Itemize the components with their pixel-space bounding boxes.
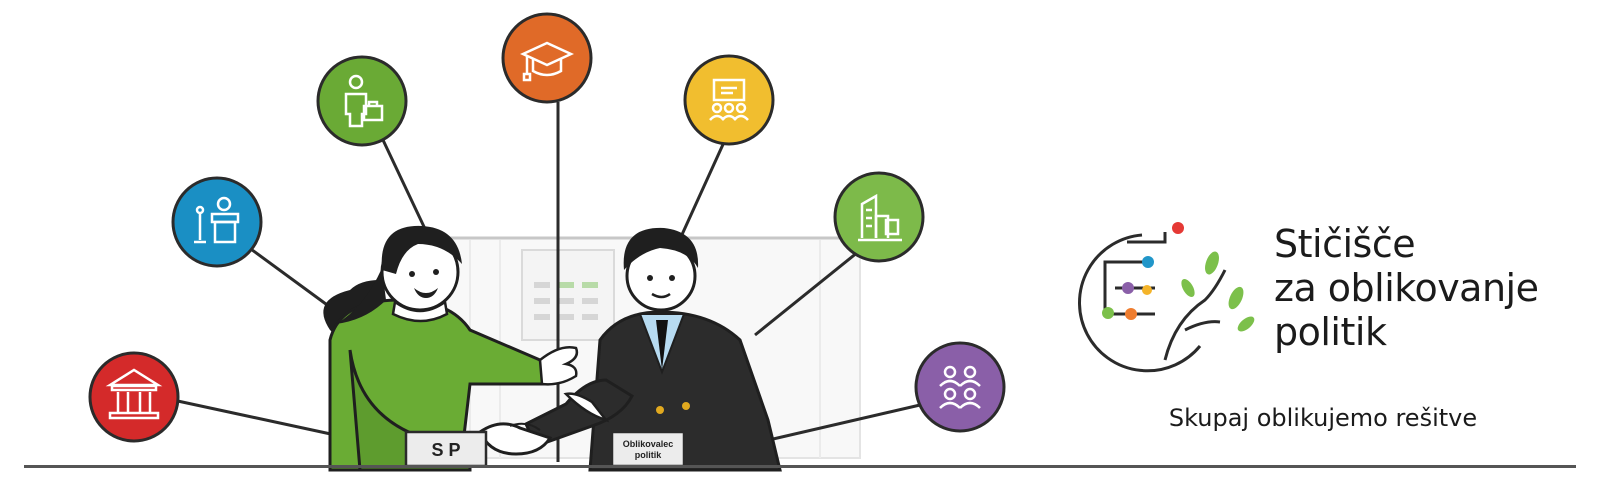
brand-title-line-2: za oblikovanje <box>1274 266 1539 310</box>
community-group-icon <box>914 341 1006 433</box>
logo-mark <box>1078 222 1255 373</box>
plaque-right-label-1: Oblikovalec <box>623 439 674 449</box>
government-building-icon <box>88 351 180 443</box>
businessperson-icon <box>316 55 408 147</box>
plaque-left-label: S P <box>431 440 460 460</box>
public-speaker-icon <box>171 176 263 268</box>
presentation-audience-icon <box>683 54 775 146</box>
plaque-left: S P <box>404 430 488 468</box>
brand-title-line-3: politik <box>1274 310 1387 354</box>
brand-title-line-1: Stičišče <box>1274 222 1416 266</box>
tagline: Skupaj oblikujemo rešitve <box>1168 404 1478 432</box>
woman-figure <box>323 225 579 472</box>
handshake <box>478 422 553 456</box>
man-figure <box>524 227 782 472</box>
industry-buildings-icon <box>833 171 925 263</box>
plaque-right-label-2: politik <box>635 450 662 460</box>
plaque-right: Oblikovalec politik <box>610 430 686 468</box>
brand-block: Stičišče za oblikovanje politik Skupaj o… <box>1088 222 1558 458</box>
ground-line <box>24 465 1576 468</box>
graduation-cap-icon <box>501 12 593 104</box>
brand-title: Stičišče za oblikovanje politik <box>1274 222 1539 354</box>
